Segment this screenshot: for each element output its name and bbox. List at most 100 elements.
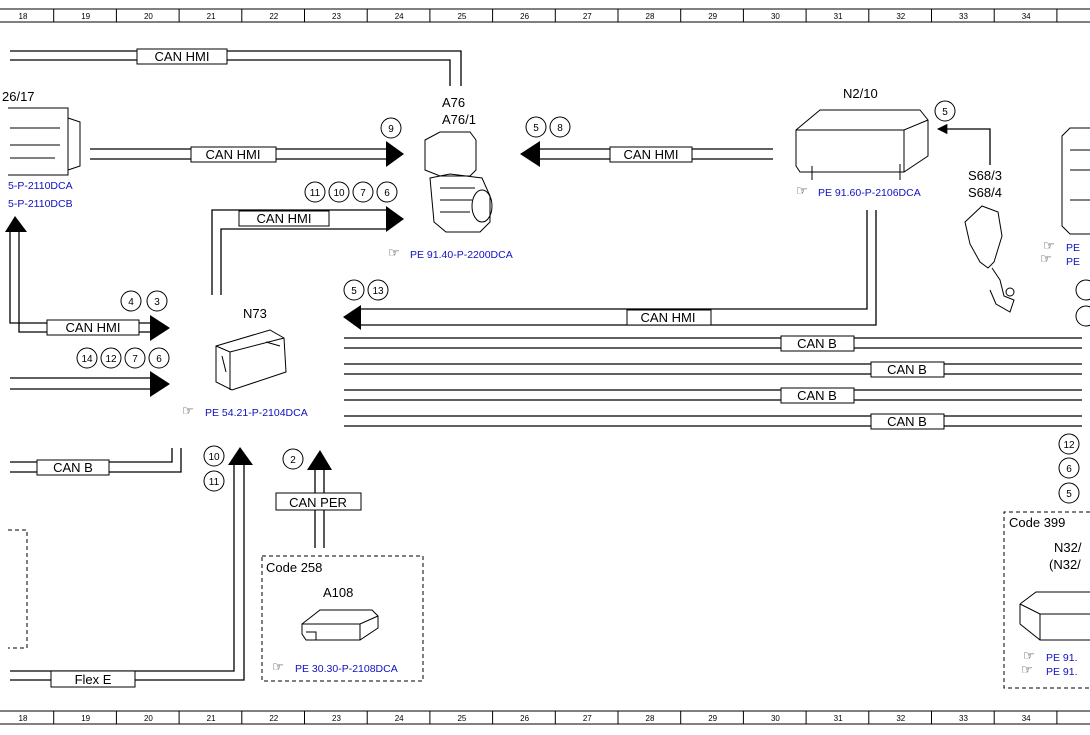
pin-10: 10 <box>333 188 345 199</box>
bottom-ruler-column-label: 32 <box>896 714 905 723</box>
n32-alt-label: (N32/ <box>1049 557 1081 572</box>
top-ruler-column-label: 28 <box>646 12 655 21</box>
left-partial-component <box>8 107 81 176</box>
top-ruler-column-label: 26 <box>520 12 529 21</box>
pin-3: 3 <box>154 297 160 308</box>
bottom-ruler-column-label: 27 <box>583 714 592 723</box>
top-ruler-column-label: 29 <box>708 12 717 21</box>
top-ruler-column-label: 23 <box>332 12 341 21</box>
hand-icon: ☞ <box>796 183 808 198</box>
hand-icon: ☞ <box>182 403 194 418</box>
n73-label: N73 <box>243 306 267 321</box>
ref-n73[interactable]: PE 54.21-P-2104DCA <box>205 407 308 419</box>
ref-a76[interactable]: PE 91.40-P-2200DCA <box>410 249 513 261</box>
pin-circles <box>76 100 1080 504</box>
pin-numbers: 9 5 8 11 10 7 6 5 4 3 14 12 7 6 5 13 10 … <box>81 107 1075 500</box>
a108-icon <box>301 609 379 641</box>
top-ruler-column-label: 33 <box>959 12 968 21</box>
pin-7: 7 <box>132 354 138 365</box>
bottom-ruler-column-label: 26 <box>520 714 529 723</box>
pin-5: 5 <box>942 107 948 118</box>
ref-right-3[interactable]: PE 91. <box>1046 652 1078 664</box>
can-hmi-a76-right-label: CAN HMI <box>624 147 679 162</box>
top-ruler-column-label: 18 <box>19 12 28 21</box>
top-ruler-column-label: 19 <box>81 12 90 21</box>
ref-right-1[interactable]: PE <box>1066 242 1080 254</box>
can-hmi-top-label: CAN HMI <box>155 49 210 64</box>
pin-11: 11 <box>310 188 321 199</box>
pin-9: 9 <box>388 124 394 135</box>
hand-icon: ☞ <box>1043 238 1055 253</box>
code258-label: Code 258 <box>266 560 322 575</box>
pin-4: 4 <box>128 297 134 308</box>
can-b-2-label: CAN B <box>887 362 927 377</box>
pin-2: 2 <box>290 455 296 466</box>
pin-10: 10 <box>208 452 220 463</box>
s68-icon <box>964 205 1015 313</box>
n2-10-icon <box>795 109 929 180</box>
bottom-ruler-column-label: 24 <box>395 714 404 723</box>
bottom-ruler-column-label: 23 <box>332 714 341 723</box>
pin-6: 6 <box>156 354 162 365</box>
ref-right-4[interactable]: PE 91. <box>1046 666 1078 678</box>
pin-12: 12 <box>1063 440 1075 451</box>
pin-13: 13 <box>372 286 384 297</box>
arrow-heads <box>5 141 540 470</box>
can-b-3-label: CAN B <box>797 388 837 403</box>
can-hmi-a76-in-label: CAN HMI <box>206 147 261 162</box>
can-hmi-left-label: CAN HMI <box>66 320 121 335</box>
reference-links[interactable]: 5-P-2110DCA 5-P-2110DCB ☞ PE 91.40-P-220… <box>8 180 1080 678</box>
left-partial-label: 26/17 <box>2 89 35 104</box>
hand-icon: ☞ <box>272 659 284 674</box>
top-ruler-column-label: 20 <box>144 12 153 21</box>
a76-label: A76 <box>442 95 465 110</box>
pin-7: 7 <box>360 188 366 199</box>
top-ruler-column-label: 24 <box>395 12 404 21</box>
left-dashed-box <box>8 529 28 649</box>
s68-3-label: S68/3 <box>968 168 1002 183</box>
pin-5: 5 <box>533 123 539 134</box>
bottom-ruler-column-label: 28 <box>646 714 655 723</box>
ref-right-2[interactable]: PE <box>1066 256 1080 268</box>
top-ruler-column-label: 25 <box>457 12 466 21</box>
s68-4-label: S68/4 <box>968 185 1002 200</box>
a108-label: A108 <box>323 585 353 600</box>
top-ruler-column-label: 32 <box>896 12 905 21</box>
n2-10-label: N2/10 <box>843 86 878 101</box>
bottom-ruler-column-label: 31 <box>834 714 843 723</box>
ref-left-2[interactable]: 5-P-2110DCB <box>8 198 73 210</box>
code399-box <box>1003 511 1090 689</box>
pin-6: 6 <box>1066 464 1072 475</box>
top-ruler-column-label: 22 <box>269 12 278 21</box>
bottom-ruler-column-label: 33 <box>959 714 968 723</box>
bottom-ruler-column-label: 29 <box>708 714 717 723</box>
can-hmi-mid-label: CAN HMI <box>257 211 312 226</box>
a76-1-label: A76/1 <box>442 112 476 127</box>
code399-label: Code 399 <box>1009 515 1065 530</box>
can-b-4-label: CAN B <box>887 414 927 429</box>
top-ruler-column-label: 27 <box>583 12 592 21</box>
bottom-ruler-column-label: 25 <box>457 714 466 723</box>
bottom-ruler-column-label: 30 <box>771 714 780 723</box>
can-b-1-label: CAN B <box>797 336 837 351</box>
pin-6: 6 <box>384 188 390 199</box>
pin-5: 5 <box>351 286 357 297</box>
bottom-ruler-column-label: 18 <box>19 714 28 723</box>
right-edge-circles <box>1075 279 1090 327</box>
pin-12: 12 <box>105 354 117 365</box>
ref-a108[interactable]: PE 30.30-P-2108DCA <box>295 663 398 675</box>
right-partial-component-top <box>1061 127 1090 235</box>
n32-icon <box>1019 591 1090 641</box>
flex-e-label: Flex E <box>75 672 112 687</box>
pin-14: 14 <box>81 354 93 365</box>
can-b-left-label: CAN B <box>53 460 93 475</box>
a76-icon <box>424 131 493 233</box>
bottom-ruler-column-label: 34 <box>1022 714 1031 723</box>
hand-icon: ☞ <box>1021 662 1033 677</box>
ref-n2-10[interactable]: PE 91.60-P-2106DCA <box>818 187 921 199</box>
bottom-ruler-column-label: 19 <box>81 714 90 723</box>
bottom-ruler-column-label: 20 <box>144 714 153 723</box>
ref-left-1[interactable]: 5-P-2110DCA <box>8 180 73 192</box>
